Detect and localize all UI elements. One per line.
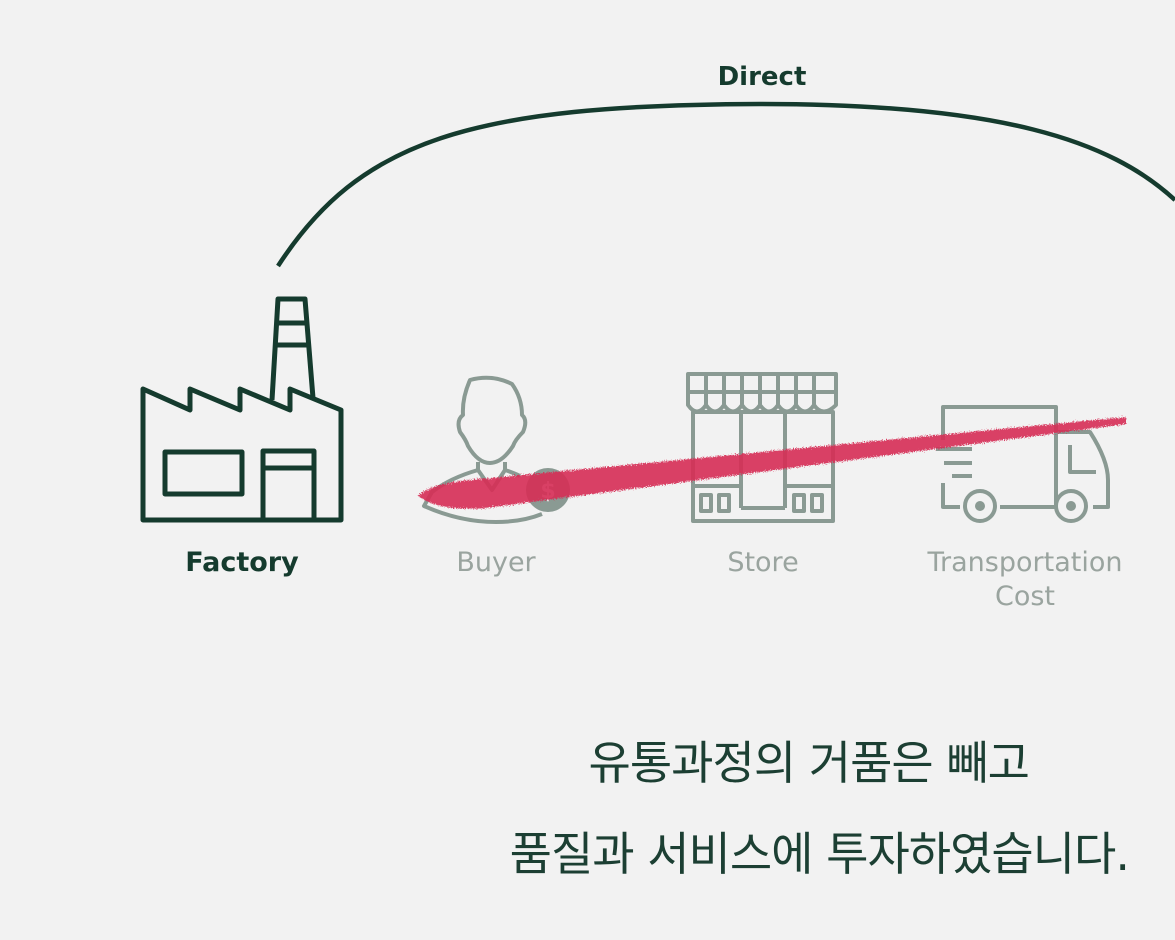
- direct-arc: [276, 101, 1175, 268]
- transportation-label-line1: Transportation: [927, 547, 1123, 578]
- direct-label: Direct: [717, 62, 807, 92]
- slogan-line-2: 품질과 서비스에 투자하였습니다.: [509, 827, 1130, 881]
- buyer-label: Buyer: [456, 547, 536, 578]
- truck-icon: [936, 405, 1110, 523]
- slogan-line-1: 유통과정의 거품은 빼고: [588, 736, 1030, 790]
- strikethrough-stroke: [418, 417, 1126, 509]
- transportation-label-line2: Cost: [994, 581, 1056, 612]
- factory-label: Factory: [185, 547, 299, 578]
- store-icon: [686, 372, 838, 523]
- transportation-label: Transportation Cost: [905, 546, 1145, 614]
- store-label: Store: [727, 547, 799, 578]
- factory-icon: [140, 296, 344, 523]
